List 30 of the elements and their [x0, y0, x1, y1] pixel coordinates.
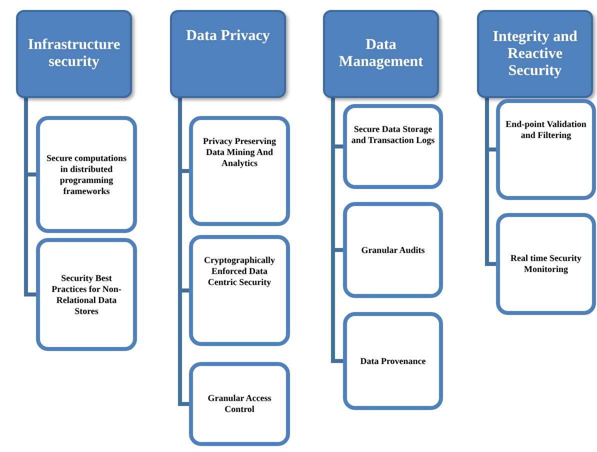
item-box — [189, 116, 290, 226]
item-label: Granular Audits — [361, 244, 425, 256]
item-label: End-point Validation and Filtering — [504, 119, 588, 141]
item-box — [496, 99, 596, 200]
item-box — [36, 238, 137, 351]
item-box — [343, 202, 443, 298]
category-title: Data Privacy — [186, 28, 270, 45]
item-box — [343, 104, 443, 189]
item-label: Cryptographically Enforced Data Centric Security — [203, 255, 276, 288]
category-title: Data Management — [338, 37, 424, 71]
connector-line — [331, 98, 343, 363]
category-box — [170, 10, 286, 98]
item-label: Security Best Practices for Non-Relational Data Stores — [50, 272, 122, 316]
category-box — [323, 10, 439, 98]
item-label: Secure Data Storage and Transaction Logs — [351, 124, 435, 146]
item-label: Real time Security Monitoring — [510, 253, 582, 275]
item-label: Granular Access Control — [206, 393, 272, 415]
connector-line — [178, 98, 189, 406]
item-label: Secure computations in distributed programming frameworks — [45, 152, 128, 196]
category-title: Infrastructure security — [26, 37, 122, 71]
item-label: Privacy Preserving Data Mining And Analytics — [202, 136, 278, 169]
item-box — [36, 116, 137, 233]
category-box — [477, 10, 593, 98]
item-box — [496, 213, 596, 315]
item-label: Data Provenance — [360, 356, 426, 366]
category-title: Integrity and Reactive Security — [492, 28, 578, 80]
item-box — [189, 362, 290, 446]
category-box — [16, 10, 132, 98]
item-box — [343, 312, 443, 410]
item-box — [189, 235, 290, 346]
